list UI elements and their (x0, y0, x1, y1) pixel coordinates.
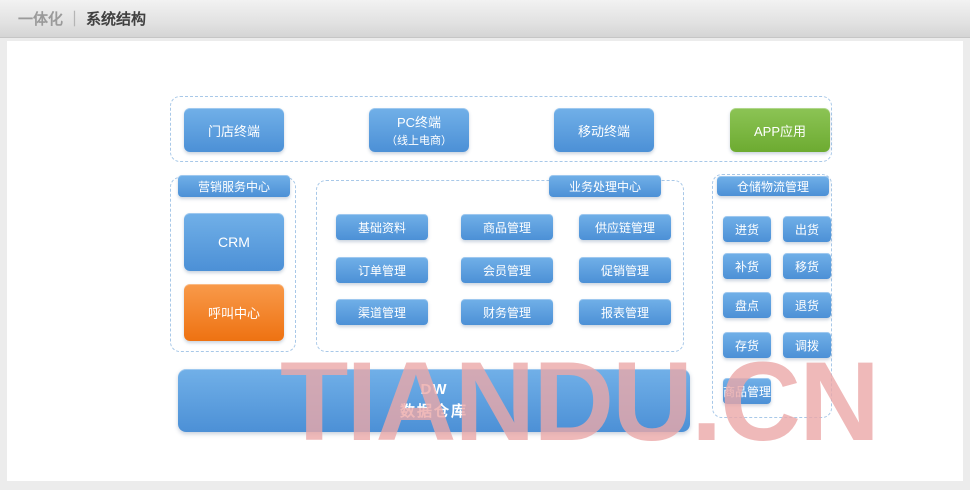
marketing-center-label: 营销服务中心 (178, 175, 290, 197)
warehouse-item: 补货 (723, 253, 771, 279)
marketing-center-group: 营销服务中心 CRM 呼叫中心 (170, 175, 296, 352)
node-label: 门店终端 (207, 123, 260, 139)
header-section-label: 一体化 (18, 11, 64, 28)
terminals-group: 门店终端 PC终端 （线上电商） 移动终端 APP应用 (170, 96, 832, 162)
business-item: 财务管理 (461, 299, 553, 325)
warehouse-item: 移货 (783, 253, 831, 279)
business-item: 供应链管理 (579, 214, 671, 240)
business-item: 渠道管理 (336, 299, 428, 325)
business-center-label: 业务处理中心 (549, 175, 661, 197)
business-item: 促销管理 (579, 257, 671, 283)
data-warehouse-name: 数据仓库 (399, 402, 468, 420)
node-pc-terminal: PC终端 （线上电商） (369, 108, 469, 152)
node-label: PC终端 (396, 115, 442, 130)
warehouse-item: 进货 (723, 216, 771, 242)
node-mobile-terminal: 移动终端 (554, 108, 654, 152)
business-center-group: 业务处理中心 基础资料 商品管理 供应链管理 订单管理 会员管理 促销管理 渠道… (316, 175, 684, 352)
business-item: 会员管理 (461, 257, 553, 283)
warehouse-center-label: 仓储物流管理 (717, 176, 829, 196)
page-title: 系统结构 (86, 11, 147, 28)
node-crm: CRM (184, 213, 284, 271)
header-bar: 一体化 ｜ 系统结构 (0, 0, 970, 38)
warehouse-item: 调拨 (783, 332, 831, 358)
business-item: 商品管理 (461, 214, 553, 240)
warehouse-center-group: 仓储物流管理 进货 出货 补货 移货 盘点 退货 存货 调拨 商品管理 (712, 174, 832, 418)
warehouse-item: 出货 (783, 216, 831, 242)
node-label: APP应用 (753, 123, 806, 139)
node-label: 移动终端 (577, 123, 630, 139)
node-app-terminal: APP应用 (730, 108, 830, 152)
business-item: 订单管理 (336, 257, 428, 283)
node-call-center: 呼叫中心 (184, 284, 284, 341)
data-warehouse-box: DW 数据仓库 (178, 369, 690, 432)
data-warehouse-abbr: DW (420, 380, 448, 398)
warehouse-item: 存货 (723, 332, 771, 358)
warehouse-item: 盘点 (723, 292, 771, 318)
business-item: 基础资料 (336, 214, 428, 240)
warehouse-item-wide: 商品管理 (723, 378, 771, 404)
warehouse-item: 退货 (783, 292, 831, 318)
business-item: 报表管理 (579, 299, 671, 325)
node-store-terminal: 门店终端 (184, 108, 284, 152)
header-separator: ｜ (67, 11, 83, 28)
node-sublabel: （线上电商） (386, 135, 452, 147)
